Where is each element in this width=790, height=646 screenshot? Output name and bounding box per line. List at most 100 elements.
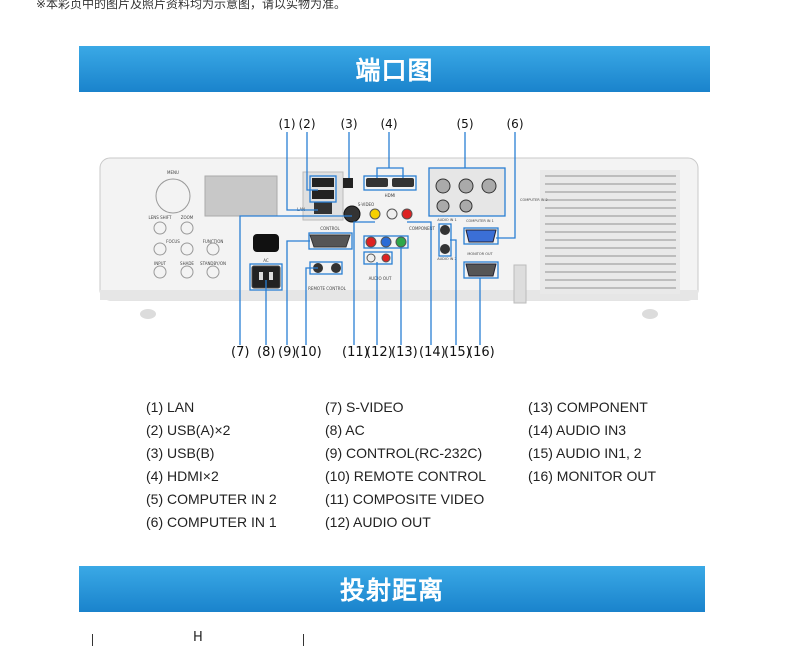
port-diagram: MENU LENS SHIFT ZOOM FOCUS FUNCTION INPU…	[99, 132, 699, 345]
vent-grille	[540, 170, 680, 294]
legend-item: (16) MONITOR OUT	[528, 468, 657, 484]
legend-item: (5) COMPUTER IN 2	[146, 491, 277, 507]
callout-5: (5)	[456, 117, 474, 131]
hdmi-port-1	[366, 178, 388, 187]
bnc-port-b	[481, 178, 497, 194]
legend-item: (4) HDMI×2	[146, 468, 219, 484]
input-button	[153, 265, 167, 279]
lens-shift-label: LENS SHIFT	[149, 215, 173, 220]
focus-plus-button	[180, 242, 194, 256]
monitor-out-port	[465, 263, 497, 277]
bnc-port-h	[436, 199, 450, 213]
legend-item: (9) CONTROL(RC-232C)	[325, 445, 483, 461]
legend-item: (1) LAN	[146, 399, 195, 415]
dimension-line	[92, 634, 93, 646]
computer-in2-label: COMPUTER IN 2	[520, 198, 548, 202]
dimension-line	[303, 634, 304, 646]
s-video-label: S-VIDEO	[358, 202, 374, 207]
callout-6: (6)	[506, 117, 524, 131]
audio-out-port-l	[366, 253, 376, 263]
legend-item: (15) AUDIO IN1, 2	[528, 445, 642, 461]
computer-in1-port	[465, 229, 497, 243]
component-label: COMPONENT	[409, 226, 435, 231]
function-button	[206, 242, 220, 256]
disclaimer-text: ※本彩页中的图片及照片资料均为示意图，请以实物为准。	[36, 0, 347, 11]
component-y-port	[365, 236, 377, 248]
computer-in1-label: COMPUTER IN 1	[466, 219, 494, 223]
audio-out-port-r	[381, 253, 391, 263]
audio-in1-label: AUDIO IN 1	[437, 218, 457, 222]
monitor-out-label: MONITOR OUT	[467, 252, 493, 256]
legend-item: (13) COMPONENT	[528, 399, 648, 415]
audio-in2-label: AUDIO IN 2	[437, 257, 457, 261]
section-banner-port-diagram: 端口图	[79, 46, 710, 92]
legend-item: (8) AC	[325, 422, 365, 438]
hdmi-port-2	[392, 178, 414, 187]
callout-9: (9)	[278, 345, 297, 360]
s-video-port	[343, 205, 361, 223]
legend-column-3: (13) COMPONENT (14) AUDIO IN3 (15) AUDIO…	[528, 396, 656, 488]
section-title: 端口图	[355, 56, 434, 85]
dimension-label-h: H	[193, 630, 203, 645]
control-label: CONTROL	[320, 226, 340, 231]
section-banner-throw-distance: 投射距离	[79, 566, 705, 612]
bnc-port-g	[458, 178, 474, 194]
ac-label: AC	[263, 258, 269, 263]
standby-label: STANDBY/ON	[200, 261, 226, 266]
callout-boxes	[249, 167, 506, 291]
control-port	[309, 234, 351, 248]
lens-shift-button	[153, 221, 167, 235]
callout-15: (15)	[444, 345, 471, 360]
audio-in1-port	[440, 225, 450, 235]
remote-control-port-out	[331, 263, 341, 273]
focus-minus-button	[153, 242, 167, 256]
menu-label: MENU	[167, 170, 179, 175]
usb-a-port-2	[312, 190, 334, 199]
callout-14: (14)	[419, 345, 446, 360]
audio-in-port-r	[401, 208, 413, 220]
control-panel: MENU LENS SHIFT ZOOM FOCUS FUNCTION INPU…	[149, 170, 226, 279]
callout-8: (8)	[257, 345, 276, 360]
callout-11: (11)	[342, 345, 369, 360]
display-window	[204, 175, 278, 217]
callout-16: (16)	[468, 345, 495, 360]
callout-1: (1)	[278, 117, 296, 131]
component-cb-port	[380, 236, 392, 248]
ac-cover	[253, 234, 279, 252]
callout-4: (4)	[380, 117, 398, 131]
shade-label: SHADE	[180, 261, 194, 266]
callout-10: (10)	[295, 345, 322, 360]
section-title: 投射距离	[339, 576, 444, 605]
legend-item: (7) S-VIDEO	[325, 399, 404, 415]
function-label: FUNCTION	[203, 239, 224, 244]
callout-2: (2)	[298, 117, 316, 131]
focus-label: FOCUS	[166, 239, 180, 244]
remote-control-label: REMOTE CONTROL	[308, 286, 346, 291]
audio-in-port-l	[386, 208, 398, 220]
component-cr-port	[395, 236, 407, 248]
bnc-port-v	[459, 199, 473, 213]
legend-item: (2) USB(A)×2	[146, 422, 231, 438]
legend-item: (3) USB(B)	[146, 445, 215, 461]
audio-out-label: AUDIO OUT	[369, 276, 392, 281]
zoom-button	[180, 221, 194, 235]
callout-3: (3)	[340, 117, 358, 131]
callout-13: (13)	[391, 345, 418, 360]
legend-column-1: (1) LAN (2) USB(A)×2 (3) USB(B) (4) HDMI…	[146, 396, 277, 534]
standby-button	[206, 265, 220, 279]
input-label: INPUT	[154, 261, 167, 266]
video-port	[369, 208, 381, 220]
legend-column-2: (7) S-VIDEO (8) AC (9) CONTROL(RC-232C) …	[325, 396, 486, 534]
audio-in2-port	[440, 244, 450, 254]
callout-7: (7)	[231, 345, 250, 360]
zoom-label: ZOOM	[181, 215, 194, 220]
bnc-port-r	[435, 178, 451, 194]
hdmi-label: HDMI	[385, 193, 396, 198]
callout-12: (12)	[366, 345, 393, 360]
legend-item: (11) COMPOSITE VIDEO	[325, 491, 485, 507]
lan-port	[314, 202, 332, 214]
usb-a-port-1	[312, 178, 334, 187]
legend-item: (10) REMOTE CONTROL	[325, 468, 487, 484]
legend-item: (6) COMPUTER IN 1	[146, 514, 277, 530]
legend-item: (12) AUDIO OUT	[325, 514, 431, 530]
